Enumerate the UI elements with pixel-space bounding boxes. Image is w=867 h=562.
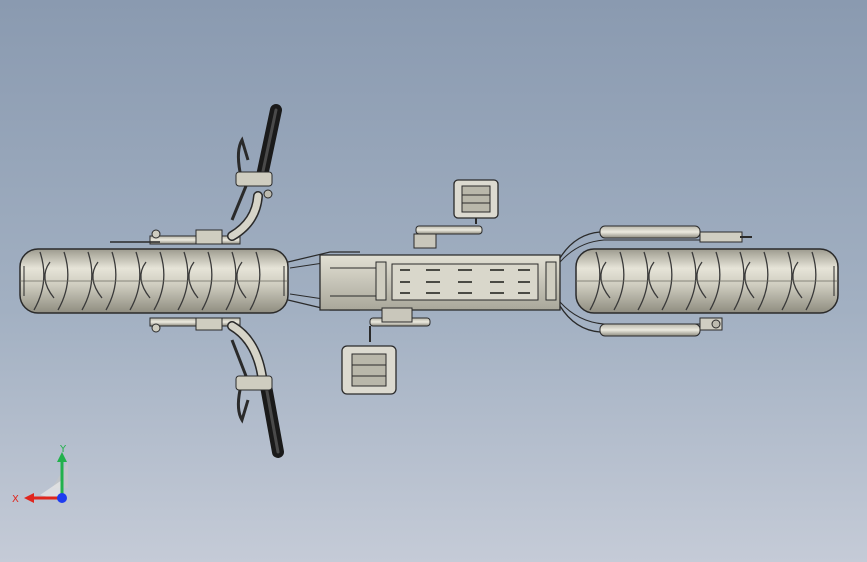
pedal-upper	[453, 179, 499, 219]
front-fork	[110, 229, 241, 333]
y-axis-label: Y	[59, 444, 67, 455]
crank-and-pedals	[369, 212, 483, 342]
rear-wheel	[575, 248, 839, 314]
x-axis-label: X	[12, 494, 19, 505]
handlebar	[227, 104, 284, 458]
front-wheel	[19, 248, 289, 314]
pedal-lower	[341, 345, 397, 395]
frame-deck	[287, 225, 752, 337]
coordinate-triad-icon: Y X	[12, 444, 68, 505]
